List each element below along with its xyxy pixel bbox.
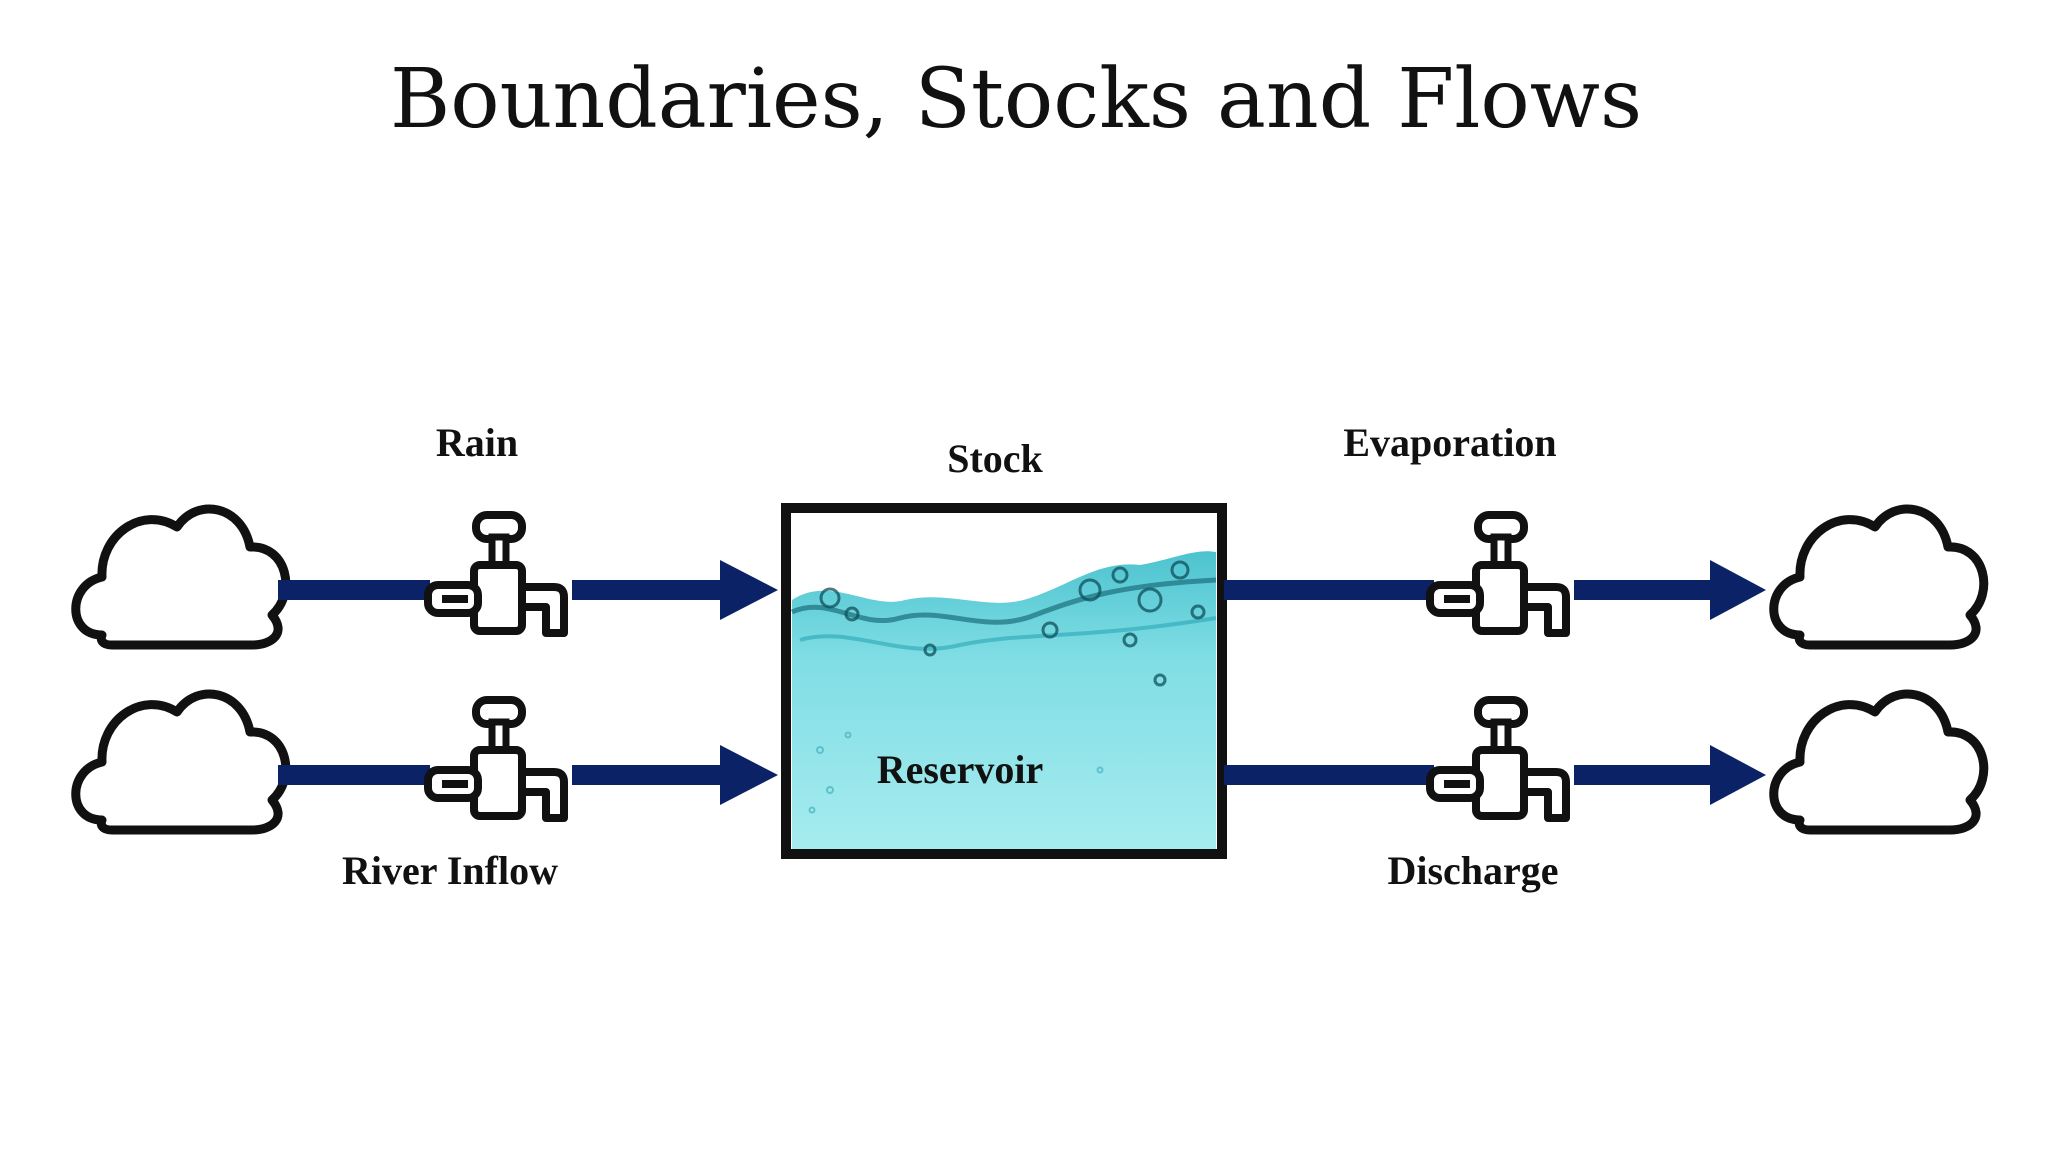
flow-pipe-river-out: [572, 765, 724, 785]
faucet-valve-icon-rain: [428, 515, 564, 633]
faucet-valve-icon-discharge: [1430, 700, 1566, 818]
flow-label-discharge: Discharge: [1387, 848, 1558, 893]
stock-heading: Stock: [947, 436, 1043, 481]
reservoir-stock-box: [781, 503, 1227, 859]
flow-pipe-rain-in: [278, 580, 430, 600]
arrow-head-icon-discharge: [1710, 745, 1766, 805]
sink-cloud-icon-discharge: [1774, 694, 1984, 830]
flow-pipe-discharge-out: [1574, 765, 1714, 785]
flow-pipe-evaporation-out: [1574, 580, 1714, 600]
flow-label-evaporation: Evaporation: [1343, 420, 1556, 465]
sink-cloud-icon-evaporation: [1774, 509, 1984, 645]
slide-title: Boundaries, Stocks and Flows: [390, 52, 1643, 147]
flow-pipe-rain-out: [572, 580, 724, 600]
water-fill: [792, 551, 1216, 850]
flow-pipe-discharge-in: [1224, 765, 1434, 785]
flow-pipe-evaporation-in: [1224, 580, 1434, 600]
flow-pipe-river-in: [278, 765, 430, 785]
arrow-head-icon-river: [720, 745, 778, 805]
faucet-valve-icon-river: [428, 700, 564, 818]
arrow-head-icon-rain: [720, 560, 778, 620]
source-cloud-icon-river: [76, 694, 286, 830]
faucet-valve-icon-evaporation: [1430, 515, 1566, 633]
source-cloud-icon-rain: [76, 509, 286, 645]
stock-name: Reservoir: [877, 747, 1044, 792]
flow-label-river-inflow: River Inflow: [342, 848, 558, 893]
flow-label-rain: Rain: [436, 420, 518, 465]
arrow-head-icon-evaporation: [1710, 560, 1766, 620]
